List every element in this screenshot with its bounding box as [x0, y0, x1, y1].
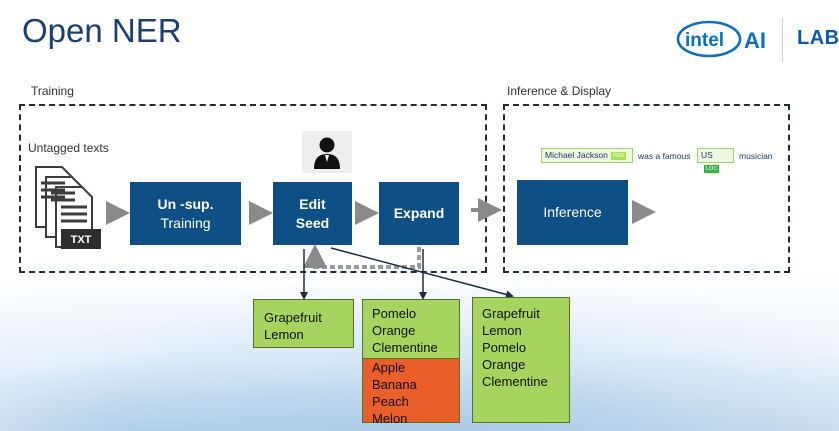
expand-label: Expand: [393, 205, 445, 221]
slide-title: Open NER: [22, 12, 182, 49]
text-files-icon: TXT: [35, 166, 101, 249]
list-item: Clementine: [372, 340, 438, 355]
example-end-text: musician: [739, 151, 773, 161]
edit-line2: Seed: [295, 214, 330, 231]
loc-tag: LOC: [704, 164, 720, 173]
logo-ai-text: AI: [744, 28, 766, 53]
expanded-good-list: Pomelo Orange Clementine: [362, 299, 460, 359]
user-icon: [314, 137, 340, 169]
list-item: Orange: [372, 323, 416, 338]
list-item: Melon: [372, 411, 408, 426]
expand-node: Expand: [379, 182, 459, 245]
unsupervised-training-node: Un -sup. Training: [130, 182, 241, 245]
inference-label: Inference: [543, 204, 602, 220]
inference-node: Inference: [517, 180, 628, 245]
intel-logo-icon: intel AI: [676, 20, 766, 58]
list-item: Lemon: [482, 323, 522, 338]
seed-list: Grapefruit Lemon: [253, 299, 354, 348]
edit-seed-node: Edit Seed: [273, 182, 352, 245]
txt-label: TXT: [71, 234, 92, 246]
inference-section-label: Inference & Display: [507, 84, 612, 98]
unsup-line1: Un -sup.: [157, 195, 214, 212]
edit-line1: Edit: [299, 195, 326, 212]
example-middle-text: was a famous: [638, 151, 691, 161]
list-item: Peach: [372, 394, 409, 409]
untagged-texts-label: Untagged texts: [28, 141, 109, 155]
list-item: Grapefruit: [264, 310, 322, 325]
final-seed-list: Grapefruit Lemon Pomelo Orange Clementin…: [472, 297, 570, 423]
list-item: Pomelo: [372, 306, 417, 321]
logo-lab-text: LAB: [797, 27, 839, 49]
training-dashed-box: [19, 104, 487, 273]
training-section-label: Training: [31, 84, 74, 98]
entity-us: US LOC: [697, 148, 734, 173]
list-item: Orange: [482, 357, 526, 372]
intel-ai-lab-logo: intel AI LAB: [676, 18, 839, 62]
list-item: Apple: [372, 360, 406, 375]
unsup-line2: Training: [160, 214, 211, 231]
expanded-bad-list: Apple Banana Peach Melon: [362, 359, 460, 426]
user-tile: [302, 131, 352, 173]
logo-intel-text: intel: [685, 30, 724, 51]
inference-dashed-box: [503, 104, 790, 273]
list-item: Lemon: [264, 327, 304, 342]
entity-us-name: US: [701, 150, 713, 160]
list-item: Banana: [372, 377, 417, 392]
list-item: Pomelo: [482, 340, 527, 355]
list-item: Grapefruit: [482, 306, 540, 321]
list-item: Clementine: [482, 374, 548, 389]
entity-name: Michael Jackson: [545, 150, 608, 160]
logo-divider: [782, 18, 783, 62]
per-tag: PER: [610, 151, 627, 160]
